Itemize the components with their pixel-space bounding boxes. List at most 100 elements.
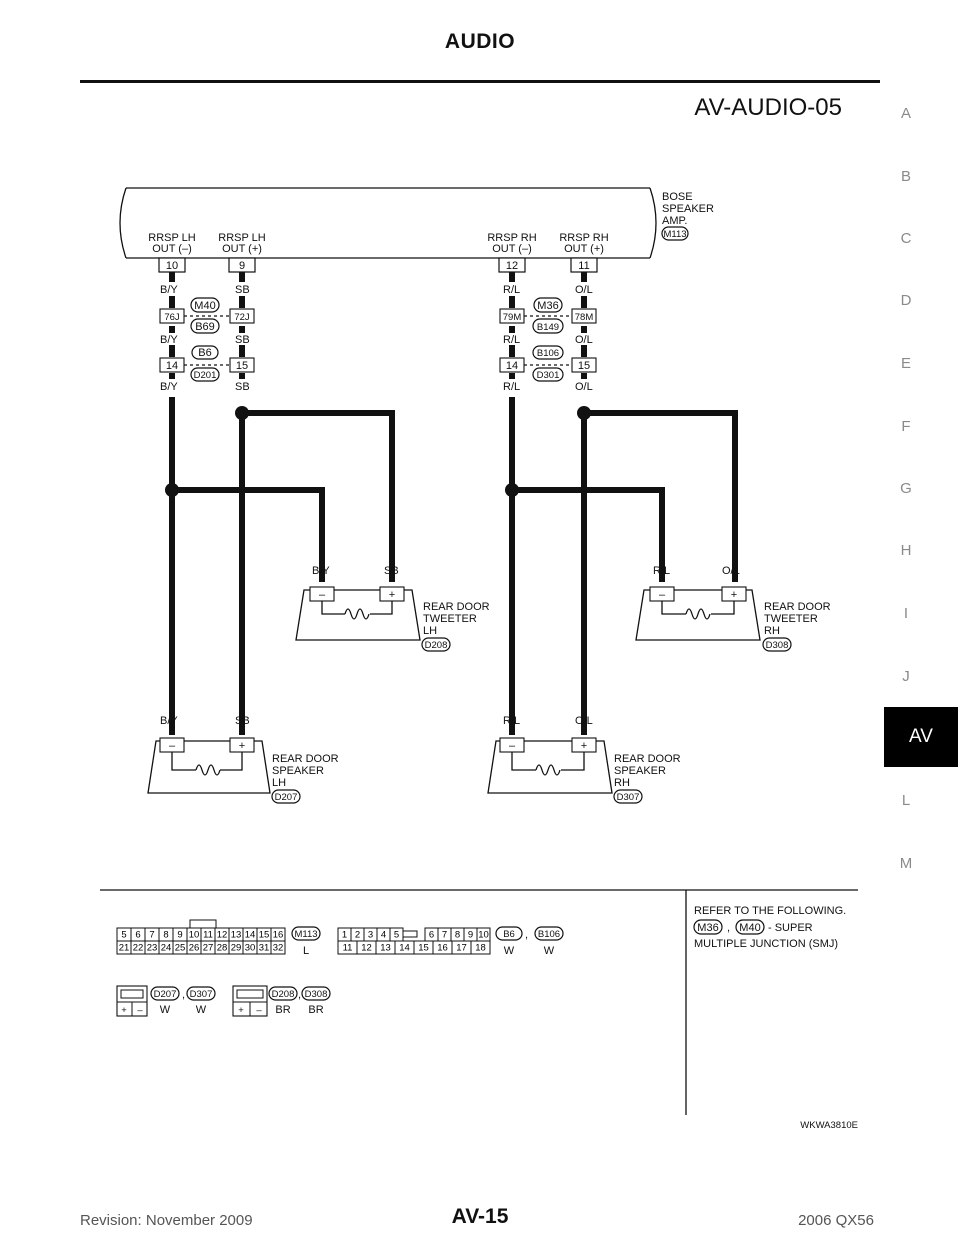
tweeter-lh-name-3: LH [423, 625, 437, 637]
joint-m36-label: M36 [537, 300, 558, 312]
joint-d301-badge [532, 367, 564, 382]
terminal-pin-9-label: 9 [239, 260, 245, 272]
wire-color-tweeter-lh-pos: SB [384, 565, 399, 577]
joint-pin-14-lh-label: 14 [166, 360, 178, 372]
connector-d208-face [232, 985, 268, 1017]
section-tab-b[interactable]: B [900, 168, 911, 185]
m113-pin-24: 24 [161, 943, 172, 954]
refer-note-line3: MULTIPLE JUNCTION (SMJ) [694, 938, 838, 950]
tweeter-lh-name-2: TWEETER [423, 613, 477, 625]
wire-color-lh-neg-3: B/Y [160, 381, 178, 393]
tweeter-lh-pos-pin: + [389, 589, 395, 601]
section-tab-g[interactable]: G [900, 480, 912, 497]
section-tab-a[interactable]: A [900, 105, 911, 122]
section-index: A B C D E F G H I J AV L M [884, 0, 960, 1242]
section-tab-m[interactable]: M [899, 855, 913, 872]
b6-pin-4: 4 [381, 930, 386, 941]
terminal-pin-12-label: 12 [506, 260, 518, 272]
b6-pin-11: 11 [343, 943, 353, 954]
joint-pin-78m [571, 308, 597, 324]
wire-color-rh-neg-1: R/L [503, 284, 520, 296]
m113-pin-10: 10 [189, 930, 200, 941]
diagram-code: AV-AUDIO-05 [694, 94, 842, 121]
speaker-rh-name-1: REAR DOOR [614, 753, 681, 765]
tweeter-rh-name-3: RH [764, 625, 780, 637]
joint-pin-15-rh [571, 357, 597, 373]
refer-m40-label: M40 [739, 922, 760, 934]
tweeter-lh-symbol [295, 586, 421, 641]
terminal-label-lh-neg-1: RRSP LH [148, 232, 196, 244]
section-tab-f[interactable]: F [901, 418, 911, 435]
terminal-pin-11-label: 11 [578, 260, 589, 272]
wire-run-lh [165, 397, 395, 735]
tweeter-lh-neg-pin: – [319, 589, 326, 601]
joint-d201-label: D201 [194, 370, 217, 381]
m113-pin-5: 5 [121, 930, 126, 941]
ref-b106-color: W [544, 945, 555, 957]
amp-connector-badge [661, 226, 689, 241]
b6-pin-18-cell [470, 940, 491, 955]
m113-pin-14: 14 [245, 930, 256, 941]
joint-d301-label: D301 [537, 370, 560, 381]
b6-lock-tab [402, 930, 418, 938]
ref-b106-badge [534, 926, 564, 941]
wire-color-tweeter-rh-pos: O/L [722, 565, 740, 577]
m113-pin-12: 12 [217, 930, 228, 941]
section-tab-h[interactable]: H [900, 542, 912, 559]
section-tab-d[interactable]: D [900, 292, 912, 309]
m113-pin-15: 15 [259, 930, 270, 941]
refer-note-line1: REFER TO THE FOLLOWING. [694, 905, 846, 917]
section-tab-e[interactable]: E [900, 355, 911, 372]
footer-revision: Revision: November 2009 [80, 1212, 253, 1229]
wire-color-lh-pos-3: SB [235, 381, 250, 393]
refer-m36-badge [693, 919, 723, 935]
ref-d208-color: BR [275, 1004, 290, 1016]
ref-d307-badge [186, 986, 216, 1001]
b6-pin-14: 14 [399, 943, 410, 954]
b6-pin-9: 9 [468, 930, 473, 941]
section-tab-j[interactable]: J [902, 668, 910, 685]
m113-pin-6: 6 [135, 930, 140, 941]
wire-color-rh-pos-1: O/L [575, 284, 593, 296]
wire-color-rh-pos-3: O/L [575, 381, 593, 393]
joint-b6-label: B6 [198, 347, 211, 359]
m113-pin-9: 9 [177, 930, 182, 941]
ref-b6-badge [495, 926, 523, 941]
section-tab-av[interactable]: AV [884, 707, 958, 767]
section-tab-c[interactable]: C [900, 230, 912, 247]
d208-pos-pin: + [238, 1005, 244, 1016]
section-tab-i[interactable]: I [903, 605, 909, 622]
terminal-label-rh-pos-2: OUT (+) [564, 243, 604, 255]
d208-neg-pin: – [256, 1005, 262, 1016]
speaker-rh-name-3: RH [614, 777, 630, 789]
wire-color-rh-neg-3: R/L [503, 381, 520, 393]
section-tab-l[interactable]: L [901, 792, 911, 809]
ref-d307-label: D307 [190, 989, 213, 1000]
joint-m40-badge [190, 297, 220, 313]
m113-pin-31: 31 [259, 943, 270, 954]
footer-model: 2006 QX56 [798, 1212, 874, 1229]
ref-d308-badge [301, 986, 331, 1001]
wire-color-speaker-rh-neg: R/L [503, 715, 520, 727]
b6-pin-5: 5 [394, 930, 399, 941]
wire-color-lh-pos-2: SB [235, 334, 250, 346]
m113-pin-23: 23 [147, 943, 158, 954]
wire-color-lh-neg-1: B/Y [160, 284, 178, 296]
joint-pin-76j-label: 76J [164, 312, 180, 323]
joint-b6-badge [191, 345, 219, 360]
figure-id: WKWA3810E [800, 1120, 858, 1131]
joint-pin-78m-label: 78M [575, 312, 594, 323]
connector-d207-face [116, 985, 148, 1017]
joint-pin-72j [229, 308, 255, 324]
d207-pos-pin: + [121, 1005, 127, 1016]
speaker-lh-pos-pin: + [239, 740, 245, 752]
joint-m36-badge [533, 297, 563, 313]
amp-name-2: SPEAKER [662, 203, 714, 215]
wire-color-rh-neg-2: R/L [503, 334, 520, 346]
speaker-rh-connector-label: D307 [617, 792, 640, 803]
tweeter-lh-name-1: REAR DOOR [423, 601, 490, 613]
wire-color-speaker-rh-pos: O/L [575, 715, 593, 727]
m113-pin-32-cell [270, 940, 286, 955]
ref-d208-comma: , [298, 989, 301, 1001]
refer-sep: , [727, 922, 730, 934]
